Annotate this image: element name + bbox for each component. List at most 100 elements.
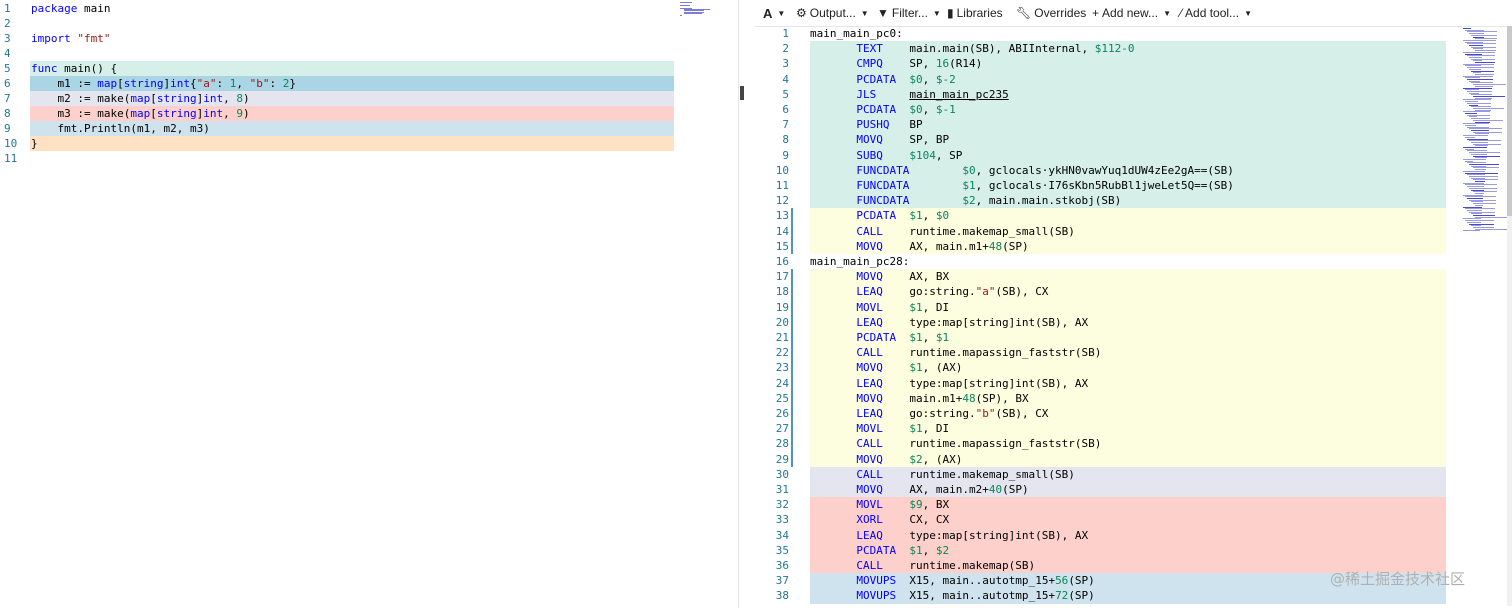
asm-instruction[interactable]: TEXT main.main(SB), ABIInternal, $112-0 xyxy=(856,42,1135,56)
source-line[interactable]: m2 := make(map[string]int, 8) xyxy=(57,92,250,105)
minimap-line xyxy=(1469,164,1499,165)
gutter-marker xyxy=(791,314,793,330)
minimap-line xyxy=(1463,39,1496,41)
asm-instruction[interactable]: MOVL $1, DI xyxy=(856,422,950,436)
asm-instruction[interactable]: PCDATA $1, $2 xyxy=(856,543,950,557)
minimap-line xyxy=(1467,55,1495,57)
minimap-line xyxy=(1475,85,1493,87)
asm-instruction[interactable]: CALL runtime.mapassign_faststr(SB) xyxy=(856,346,1102,360)
asm-instruction[interactable]: CMPQ SP, 16(R14) xyxy=(856,57,983,71)
minimap-line xyxy=(1473,60,1482,62)
asm-scrollbar[interactable] xyxy=(1507,26,1512,606)
asm-line-highlight xyxy=(810,56,1446,72)
asm-instruction[interactable]: MOVQ AX, main.m2+40(SP) xyxy=(856,483,1029,496)
minimap-line xyxy=(684,9,710,10)
minimap-line xyxy=(1473,203,1496,205)
asm-instruction[interactable]: MOVQ $2, (AX) xyxy=(856,452,963,466)
asm-line-number: 27 xyxy=(775,422,789,436)
asm-line-highlight xyxy=(810,497,1446,513)
asm-instruction[interactable]: CALL runtime.makemap(SB) xyxy=(856,559,1036,572)
asm-instruction[interactable]: FUNCDATA $1, gclocals·I76sKbn5RubBl1jweL… xyxy=(856,179,1234,192)
asm-instruction[interactable]: SUBQ $104, SP xyxy=(856,148,963,162)
overrides-button[interactable]: 🔧︎ Overrides xyxy=(1016,6,1086,20)
asm-line-highlight xyxy=(810,436,1446,452)
output-button[interactable]: ⚙ Output...▼ xyxy=(796,6,869,20)
gutter-marker xyxy=(791,451,793,467)
minimap-line xyxy=(1469,80,1480,82)
source-line[interactable]: m3 := make(map[string]int, 9) xyxy=(57,107,250,120)
source-line[interactable]: func main() { xyxy=(31,62,118,75)
minimap-line xyxy=(1469,45,1483,46)
minimap-line xyxy=(1475,157,1487,159)
source-line[interactable]: import "fmt" xyxy=(31,32,111,45)
filter-button[interactable]: ▼ Filter...▼ xyxy=(877,6,941,20)
source-line[interactable]: package main xyxy=(31,2,111,15)
asm-instruction[interactable]: MOVQ main.m1+48(SP), BX xyxy=(856,391,1029,405)
minimap-line xyxy=(1463,230,1480,232)
scrollbar-thumb[interactable] xyxy=(1507,26,1512,216)
asm-instruction[interactable]: LEAQ type:map[string]int(SB), AX xyxy=(856,315,1089,329)
minimap-line xyxy=(1463,182,1484,184)
asm-instruction[interactable]: MOVUPS X15, main..autotmp_15+72(SP) xyxy=(856,589,1095,603)
gutter-marker xyxy=(791,406,793,422)
font-size-button[interactable]: A▼ xyxy=(763,6,785,21)
minimap-line xyxy=(1469,128,1502,130)
asm-instruction[interactable]: PCDATA $0, $-1 xyxy=(856,103,956,116)
asm-line-number: 12 xyxy=(775,194,789,208)
asm-instruction[interactable]: LEAQ go:string."b"(SB), CX xyxy=(856,407,1049,420)
gutter-marker xyxy=(791,436,793,452)
minimap-line xyxy=(1475,73,1494,75)
asm-instruction[interactable]: FUNCDATA $0, gclocals·ykHN0vawYuq1dUW4zE… xyxy=(856,163,1234,177)
minimap-line xyxy=(1465,148,1474,150)
minimap-line xyxy=(1471,94,1492,96)
asm-instruction[interactable]: LEAQ type:map[string]int(SB), AX xyxy=(856,376,1089,390)
asm-instruction[interactable]: CALL runtime.mapassign_faststr(SB) xyxy=(856,437,1102,451)
asm-instruction[interactable]: CALL runtime.makemap_small(SB) xyxy=(856,224,1075,238)
add-tool-button[interactable]: ⁄ Add tool...▼ xyxy=(1180,6,1252,20)
asm-line-number: 4 xyxy=(782,72,789,86)
asm-instruction[interactable]: PCDATA $1, $1 xyxy=(856,331,950,344)
asm-instruction[interactable]: CALL runtime.makemap_small(SB) xyxy=(856,467,1075,481)
asm-instruction[interactable]: JLS main_main_pc235 xyxy=(856,87,1009,101)
asm-instruction[interactable]: MOVUPS X15, main..autotmp_15+56(SP) xyxy=(856,574,1095,588)
pane-splitter[interactable] xyxy=(738,0,755,608)
asm-instruction[interactable]: MOVQ AX, main.m1+48(SP) xyxy=(856,239,1029,253)
asm-instruction[interactable]: MOVL $9, BX xyxy=(856,498,950,512)
asm-instruction[interactable]: MOVQ AX, BX xyxy=(856,270,950,284)
asm-instruction[interactable]: LEAQ go:string."a"(SB), CX xyxy=(856,285,1049,299)
source-line[interactable]: m1 := map[string]int{"a": 1, "b": 2} xyxy=(57,77,297,90)
asm-label[interactable]: main_main_pc0: xyxy=(810,27,903,40)
libraries-button[interactable]: ▮ Libraries xyxy=(947,6,1003,20)
magic-wand-icon: ⁄ xyxy=(1180,6,1183,20)
asm-instruction[interactable]: PUSHQ BP xyxy=(856,118,923,132)
source-line[interactable]: } xyxy=(31,137,38,150)
add-new-button[interactable]: + Add new...▼ xyxy=(1092,6,1171,20)
source-line[interactable]: fmt.Println(m1, m2, m3) xyxy=(57,122,210,135)
asm-instruction[interactable]: XORL CX, CX xyxy=(856,513,950,527)
source-line-number: 10 xyxy=(4,137,18,150)
asm-label[interactable]: main_main_pc28: xyxy=(810,255,910,268)
source-minimap[interactable] xyxy=(680,2,716,16)
asm-line-number: 2 xyxy=(782,42,789,56)
asm-instruction[interactable]: FUNCDATA $2, main.main.stkobj(SB) xyxy=(856,194,1122,208)
asm-instruction[interactable]: MOVQ $1, (AX) xyxy=(856,361,963,375)
asm-instruction[interactable]: LEAQ type:map[string]int(SB), AX xyxy=(856,528,1089,542)
minimap-line xyxy=(1463,194,1483,196)
splitter-grip[interactable] xyxy=(740,86,744,100)
asm-instruction[interactable]: PCDATA $0, $-2 xyxy=(856,72,956,86)
asm-line-highlight xyxy=(810,375,1446,391)
source-line-number: 7 xyxy=(4,92,11,105)
asm-instruction[interactable]: PCDATA $1, $0 xyxy=(856,209,950,223)
asm-instruction[interactable]: MOVQ SP, BP xyxy=(856,133,950,147)
minimap-line xyxy=(1475,38,1497,40)
asm-minimap[interactable] xyxy=(1459,28,1508,238)
asm-line-highlight xyxy=(810,132,1446,148)
minimap-line xyxy=(1465,113,1477,114)
asm-instruction[interactable]: MOVL $1, DI xyxy=(856,300,950,314)
source-line-number: 2 xyxy=(4,17,11,30)
asm-line-number: 18 xyxy=(775,285,789,299)
minimap-line xyxy=(1467,114,1490,116)
asm-line-highlight xyxy=(810,299,1446,315)
